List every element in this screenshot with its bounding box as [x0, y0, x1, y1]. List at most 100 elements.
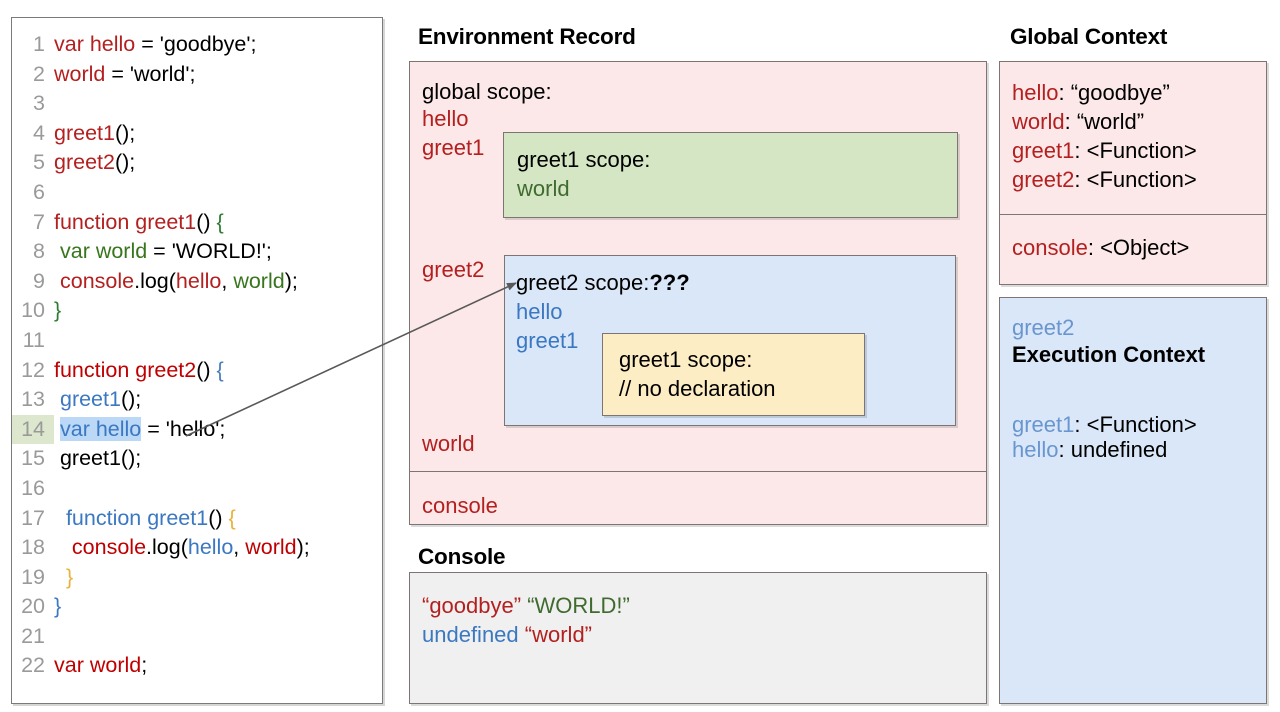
- code-line-text: }: [54, 298, 61, 322]
- code-line-number: 11: [22, 327, 45, 352]
- console-row: undefined “world”: [422, 622, 592, 648]
- global-entry-value: “world”: [1076, 109, 1145, 134]
- code-token: ();: [120, 387, 142, 412]
- greet1-scope-binding-world: world: [517, 176, 570, 201]
- environment-record-panel: global scope: hello greet1 greet2 world …: [409, 61, 987, 525]
- code-line[interactable]: 16: [12, 474, 382, 504]
- code-line-text: var hello = 'goodbye';: [54, 32, 256, 56]
- code-line[interactable]: 4 greet1();: [12, 119, 382, 149]
- environment-record-global-section: global scope: hello greet1 greet2 world …: [410, 62, 986, 471]
- code-line-number: 3: [33, 91, 45, 116]
- code-token: ,: [221, 268, 234, 293]
- code-token: var hello: [59, 416, 142, 441]
- global-scope-label: global scope:: [422, 79, 552, 104]
- code-line[interactable]: 18 console.log(hello, world);: [12, 533, 382, 563]
- code-line-number: 4: [33, 120, 45, 145]
- code-line-text: console.log(hello, world);: [54, 269, 298, 293]
- greet1-inner-scope-box: greet1 scope: // no declaration: [602, 333, 865, 416]
- code-line[interactable]: 20}: [12, 592, 382, 622]
- global-entry-key: hello: [1012, 80, 1059, 105]
- code-line[interactable]: 6: [12, 178, 382, 208]
- execution-entry-key: greet1: [1012, 412, 1075, 437]
- code-token: [54, 565, 66, 589]
- code-line[interactable]: 13 greet1();: [12, 385, 382, 415]
- execution-context-panel: greet2 Execution Context greet1: <Functi…: [999, 297, 1267, 704]
- code-token: }: [65, 564, 74, 589]
- code-line-text: greet1();: [54, 446, 141, 470]
- code-line-text: function greet1() {: [54, 210, 224, 234]
- code-line-number: 2: [33, 61, 45, 86]
- code-line-text: greet1();: [54, 121, 135, 145]
- code-line-text: }: [54, 594, 61, 618]
- code-line-number: 9: [33, 268, 45, 293]
- code-line-text: var world;: [54, 653, 147, 677]
- global-context-panel: hello: “goodbye” world: “world” greet1: …: [999, 61, 1267, 285]
- code-token: world: [54, 61, 106, 86]
- console-token: “goodbye”: [422, 593, 522, 618]
- code-token: = 'hello';: [141, 416, 226, 441]
- code-line-number: 22: [21, 653, 45, 678]
- code-line-number: 15: [21, 446, 45, 471]
- global-entry-key: world: [1012, 109, 1065, 134]
- code-token: (): [208, 505, 229, 530]
- code-token: .log(: [146, 535, 188, 560]
- code-line[interactable]: 1 var hello = 'goodbye';: [12, 30, 382, 60]
- code-line[interactable]: 22 var world;: [12, 651, 382, 681]
- greet2-scope-title: greet2 scope:???: [516, 270, 690, 296]
- code-line[interactable]: 19 }: [12, 563, 382, 593]
- global-context-variables-section: hello: “goodbye” world: “world” greet1: …: [1000, 62, 1266, 214]
- environment-record-console-section: console: [410, 472, 986, 524]
- global-entry-value: “goodbye”: [1070, 80, 1170, 105]
- code-line-number: 1: [33, 32, 45, 56]
- console-token: “WORLD!”: [527, 593, 630, 618]
- global-entry-value: <Function>: [1086, 138, 1197, 163]
- code-token: [54, 535, 72, 559]
- code-line-text: }: [54, 565, 73, 589]
- code-line[interactable]: 17 function greet1() {: [12, 504, 382, 534]
- code-token: greet2: [54, 150, 115, 175]
- code-token: console: [71, 535, 147, 560]
- code-line[interactable]: 10}: [12, 296, 382, 326]
- code-line[interactable]: 8 var world = 'WORLD!';: [12, 237, 382, 267]
- execution-entry-key: hello: [1012, 437, 1059, 462]
- code-line[interactable]: 15 greet1();: [12, 444, 382, 474]
- greet2-scope-binding-greet1: greet1: [516, 328, 579, 353]
- code-line[interactable]: 14 var hello = 'hello';: [12, 414, 382, 445]
- console-token: “world”: [524, 622, 593, 647]
- code-token: (): [196, 209, 217, 234]
- execution-context-function-name: greet2: [1012, 315, 1075, 340]
- code-token: greet1();: [54, 446, 142, 471]
- code-token: );: [296, 535, 310, 560]
- code-token: console: [59, 268, 135, 293]
- greet2-scope-unknown-marker: ???: [649, 270, 690, 295]
- code-line[interactable]: 9 console.log(hello, world);: [12, 267, 382, 297]
- binding-world: world: [422, 431, 475, 456]
- code-line[interactable]: 11: [12, 326, 382, 356]
- code-token: var world: [59, 239, 148, 264]
- code-token: ();: [114, 120, 136, 145]
- global-context-console-section: console: <Object>: [1000, 215, 1266, 284]
- code-line-text: function greet1() {: [54, 506, 236, 530]
- code-token: hello: [187, 535, 234, 560]
- code-token: = 'goodbye';: [135, 32, 257, 56]
- console-heading: Console: [418, 544, 506, 569]
- code-line[interactable]: 3: [12, 89, 382, 119]
- binding-hello: hello: [422, 106, 469, 131]
- global-entry-key: console: [1012, 235, 1088, 260]
- code-line-text: console.log(hello, world);: [54, 535, 310, 559]
- code-token: {: [216, 357, 224, 382]
- code-token: greet1: [54, 120, 115, 145]
- code-line-number: 21: [21, 623, 45, 648]
- binding-console: console: [422, 493, 498, 518]
- code-line-number: 6: [33, 179, 45, 204]
- code-line[interactable]: 21: [12, 622, 382, 652]
- code-token: greet1: [59, 387, 121, 412]
- greet1-inner-scope-title: greet1 scope:: [619, 347, 753, 372]
- code-line-number: 20: [21, 594, 45, 619]
